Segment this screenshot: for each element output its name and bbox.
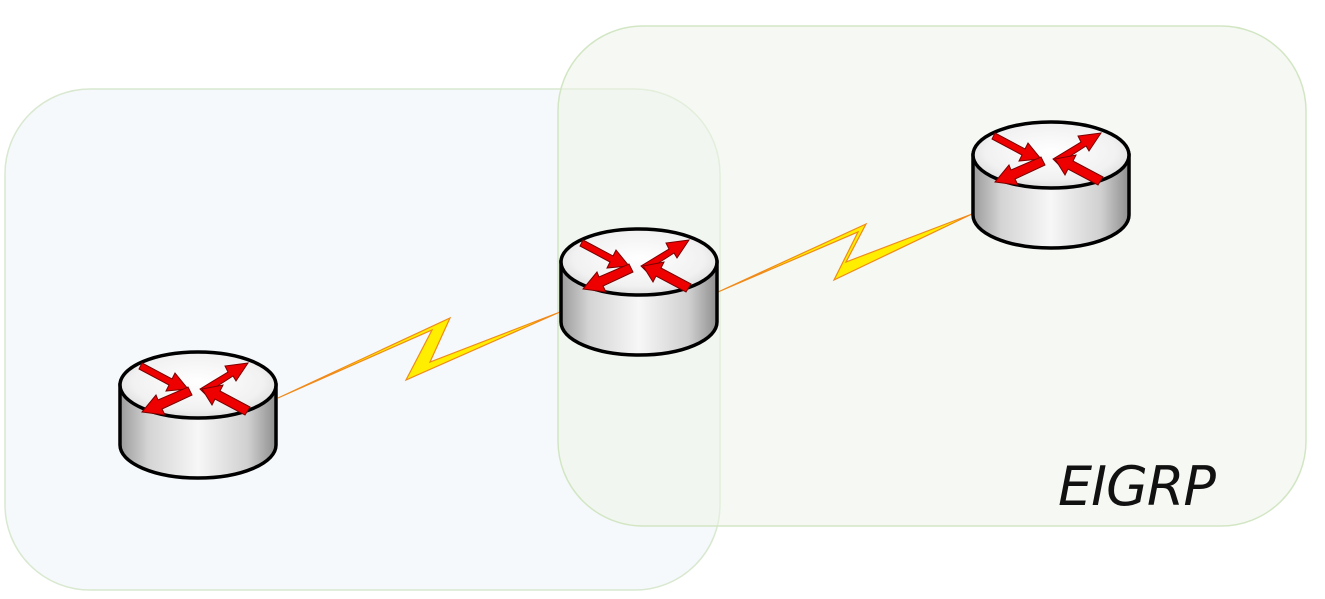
router-center[interactable] [559, 227, 719, 357]
zone-label-eigrp: EIGRP [1058, 455, 1216, 518]
router-icon [118, 350, 278, 480]
router-right[interactable] [971, 120, 1131, 250]
router-left[interactable] [118, 350, 278, 480]
router-icon [559, 227, 719, 357]
router-icon [971, 120, 1131, 250]
